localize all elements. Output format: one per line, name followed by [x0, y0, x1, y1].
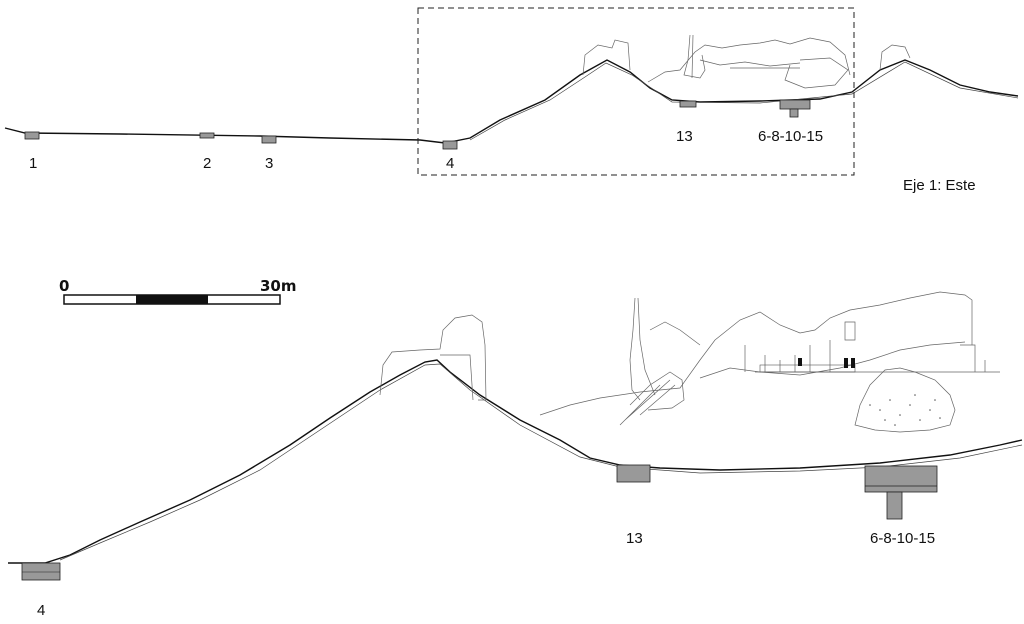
detail-wall-mark-3	[798, 358, 802, 366]
detail-label-4: 4	[37, 602, 45, 619]
detail-label-6-8-10-15: 6-8-10-15	[870, 530, 935, 547]
axis-title: Eje 1: Este	[903, 177, 976, 194]
detail-wall-band	[759, 364, 856, 373]
detail-ground-line-2	[59, 363, 1023, 561]
detail-tower	[619, 297, 685, 426]
scale-bar-black-segment	[136, 295, 208, 304]
overview-sondage-3	[261, 135, 277, 144]
detail-label-13: 13	[626, 530, 643, 547]
enlargement-frame	[417, 7, 855, 176]
overview-rock-outcrop-left	[582, 39, 631, 76]
detail-ground-line	[8, 359, 1023, 564]
overview-sondage-1	[24, 131, 40, 140]
detail-walls	[744, 321, 1000, 373]
overview-ground-line-2	[469, 61, 1019, 141]
overview-label-3: 3	[265, 155, 273, 172]
detail-stippled-mass	[854, 367, 956, 433]
overview-label-1: 1	[29, 155, 37, 172]
overview-tower	[683, 34, 706, 79]
overview-label-6-8-10-15: 6-8-10-15	[758, 128, 823, 145]
overview-label-2: 2	[203, 155, 211, 172]
overview-rock-outcrop-right	[879, 44, 911, 71]
detail-sondage-6-8-10-15	[864, 465, 938, 493]
overview-sondage-6-8-10-15	[779, 99, 811, 110]
overview-profile	[4, 34, 1019, 150]
detail-rock-outcrop	[379, 314, 487, 401]
overview-label-4: 4	[446, 155, 454, 172]
scale-bar: 0 30m	[59, 277, 297, 305]
overview-sondage-13	[679, 100, 697, 108]
detail-wall-mark-2	[851, 358, 855, 368]
detail-sondage-13	[616, 464, 651, 483]
scale-bar-start-label: 0	[59, 277, 69, 295]
scale-bar-end-label: 30m	[260, 277, 297, 295]
detail-wall-mark-1	[844, 358, 848, 368]
detail-sondage-4	[21, 562, 61, 581]
detail-stipple-dots	[869, 394, 941, 426]
overview-ground-line	[4, 59, 1019, 144]
detail-profile	[8, 291, 1023, 581]
overview-sondage-6-8-10-15-deep	[789, 108, 799, 118]
detail-background-terrain	[539, 291, 973, 416]
detail-sondage-6-8-10-15-deep	[886, 491, 903, 520]
overview-sondage-2	[199, 132, 215, 139]
overview-sondage-4	[442, 140, 458, 150]
overview-structures-sketch	[647, 37, 851, 89]
overview-label-13: 13	[676, 128, 693, 145]
